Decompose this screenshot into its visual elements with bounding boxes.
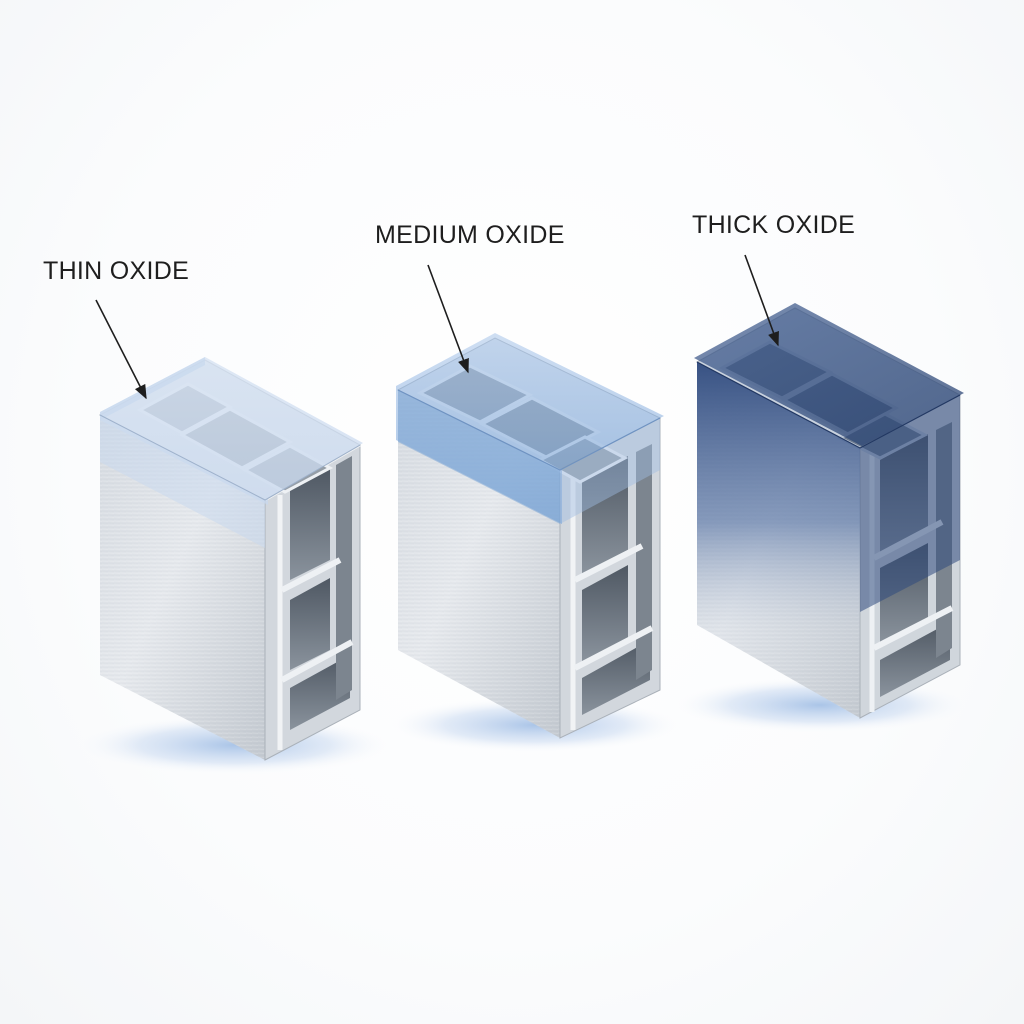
medium-oxide-layer [396, 333, 664, 524]
thick-leader-arrow [744, 254, 779, 347]
aluminum-profile-thin [75, 357, 395, 775]
thick-oxide-front [697, 362, 860, 718]
thick-oxide-top [694, 303, 964, 446]
aluminum-profile-medium [385, 333, 685, 753]
thin-oxide-label: THIN OXIDE [43, 257, 190, 285]
medium-leader-arrow [427, 264, 469, 374]
thick-oxide-label: THICK OXIDE [692, 211, 856, 239]
medium-oxide-label: MEDIUM OXIDE [375, 221, 565, 249]
thin-oxide-layer [100, 357, 363, 505]
aluminum-profile-thick [670, 303, 970, 733]
thin-leader-arrow [95, 299, 147, 400]
